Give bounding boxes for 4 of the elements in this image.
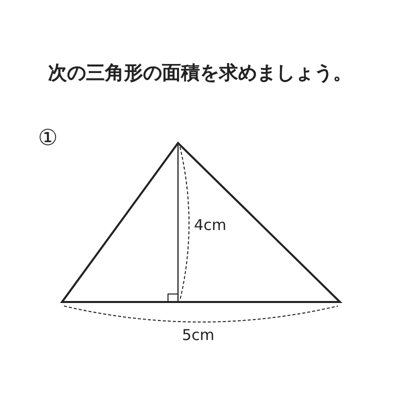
problem-number: ① bbox=[38, 126, 58, 151]
dimension-label: 5cm bbox=[182, 326, 214, 344]
title: 次の三角形の面積を求めましょう。 bbox=[47, 61, 353, 86]
dimension-label: 4cm bbox=[194, 216, 226, 234]
